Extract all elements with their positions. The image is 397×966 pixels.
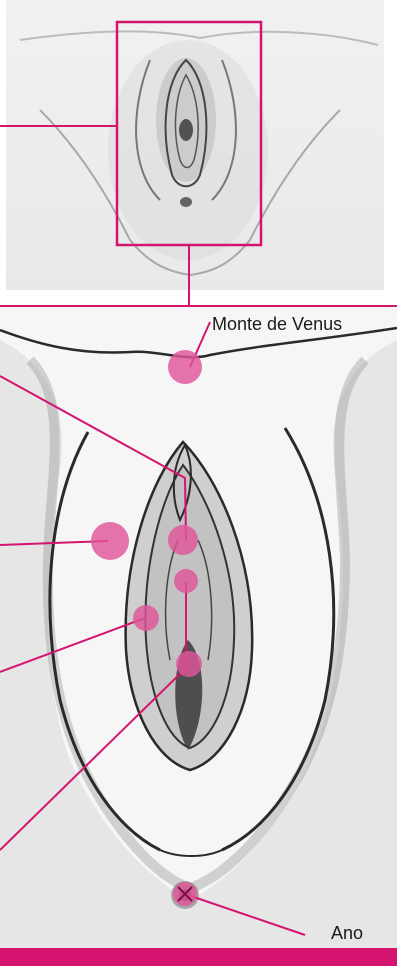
label-ano: Ano [331, 924, 363, 942]
clitoris-marker [168, 525, 198, 555]
labia-majora-marker [91, 522, 129, 560]
bottom-accent-bar [0, 948, 397, 966]
anus-marker [173, 882, 197, 906]
urethra-marker [174, 569, 198, 593]
labia-minora-marker [133, 605, 159, 631]
vaginal-opening-marker [176, 651, 202, 677]
monte-de-venus-marker [168, 350, 202, 384]
detail-sketch [0, 307, 397, 948]
label-monte-de-venus: Monte de Venus [212, 315, 342, 333]
overview-sketch [0, 0, 384, 306]
